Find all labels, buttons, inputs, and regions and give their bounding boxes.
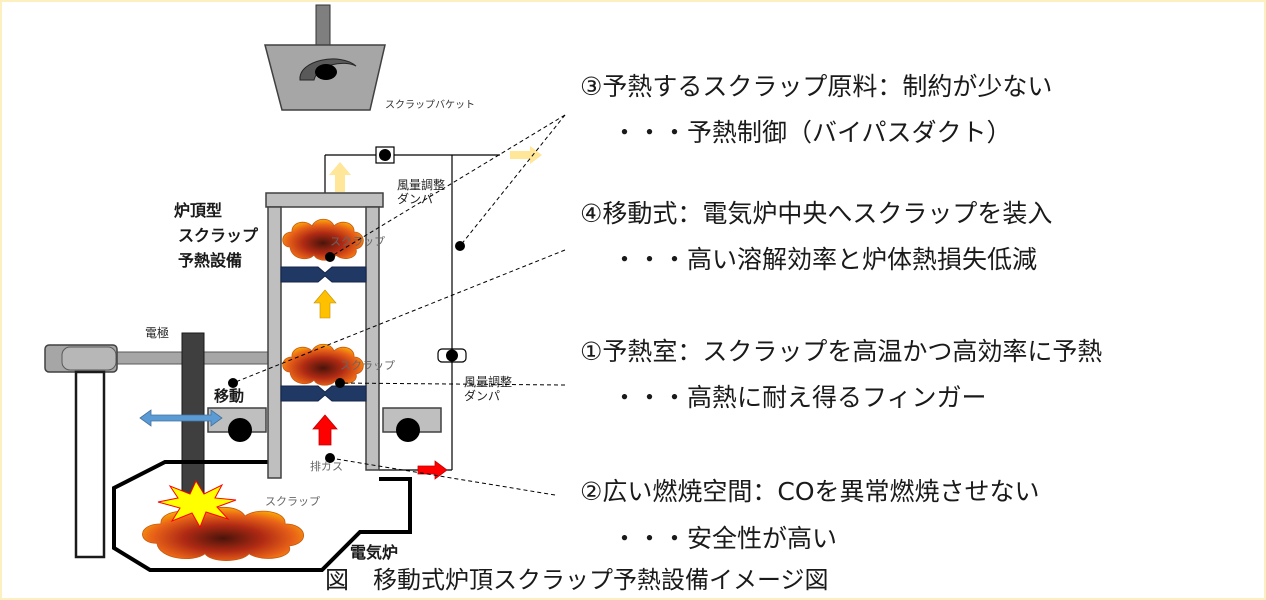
- lower-damper: [437, 348, 467, 363]
- furnace-shell: [112, 460, 412, 572]
- furnace-scrap-pile: [142, 507, 303, 560]
- scrap-bucket-label: スクラップバケット: [385, 99, 475, 111]
- leader-dot-finger: [335, 378, 345, 388]
- preheat-gas-arrow: [313, 289, 337, 319]
- preheater-title-line2: スクラップ: [178, 226, 259, 245]
- crane-post: [74, 370, 106, 559]
- leader-feature1-finger: [339, 382, 566, 386]
- movement-arrow: [139, 409, 223, 427]
- right-wheel: [396, 418, 420, 442]
- feature-heading: ①予熱室：スクラップを高温かつ高効率に予熱: [580, 337, 1102, 366]
- leader-lines: [228, 114, 566, 496]
- scrap-bucket: [264, 4, 386, 111]
- tower-roof: [265, 192, 384, 208]
- tower-right-wall: [365, 206, 380, 471]
- feature-detail: ・・・高熱に耐え得るフィンガー: [612, 383, 987, 412]
- feature-detail: ・・・安全性が高い: [612, 524, 837, 553]
- electric-furnace-label: 電気炉: [350, 543, 398, 562]
- lower-finger: [280, 385, 367, 402]
- upper-scrap-label: スクラップ: [330, 235, 385, 248]
- upper-scrap-charge: [282, 218, 364, 261]
- upper-damper: [375, 146, 395, 164]
- feature-heading: ②広い燃焼空間：COを異常燃焼させない: [580, 477, 1040, 506]
- leader-dot-scrap: [325, 252, 335, 262]
- bypass-outflow-arrow: [510, 146, 542, 164]
- electrode-label: 電極: [145, 325, 169, 340]
- figure-caption: 図 移動式炉頂スクラップ予熱設備イメージ図: [325, 566, 829, 594]
- bucket-scrap-core: [315, 64, 337, 80]
- top-outflow-arrow: [329, 162, 351, 192]
- movement-label: 移動: [214, 387, 244, 405]
- leader-dot-duct: [455, 241, 465, 251]
- upper-finger: [280, 266, 367, 283]
- lower-damper-label-line1: 風量調整: [464, 374, 512, 389]
- exhaust-gas-arrow: [312, 414, 338, 446]
- preheater-title-line3: 予熱設備: [178, 251, 242, 270]
- upper-damper-label-line2: ダンパ: [397, 191, 433, 206]
- feature-heading: ④移動式：電気炉中央へスクラップを装入: [580, 199, 1052, 228]
- left-wheel: [228, 418, 252, 442]
- lower-scrap-label: スクラップ: [340, 359, 395, 372]
- leader-feature3-scrap: [329, 114, 566, 258]
- leader-feature4-movement: [232, 249, 566, 384]
- upper-damper-label-line1: 風量調整: [397, 177, 445, 192]
- leader-dot-movement: [228, 378, 238, 388]
- lower-damper-label-line2: ダンパ: [464, 388, 500, 403]
- furnace-scrap-label: スクラップ: [265, 495, 320, 508]
- feature-heading: ③予熱するスクラップ原料：制約が少ない: [580, 72, 1052, 101]
- feature-detail: ・・・予熱制御（バイパスダクト）: [612, 118, 1012, 147]
- arc-spark-icon: [157, 479, 237, 529]
- leader-feature2-exhaust: [329, 457, 556, 496]
- tower-left-wall: [267, 206, 282, 479]
- preheat-tower: [265, 192, 384, 479]
- upper-damper-valve: [379, 149, 391, 161]
- lower-damper-valve: [446, 349, 458, 362]
- bypass-duct: [324, 154, 500, 471]
- electrode-crane: [44, 344, 269, 559]
- exhaust-gas-label: 排ガス: [310, 459, 343, 473]
- preheater-title-line1: 炉頂型: [174, 201, 222, 220]
- crane-head-cap: [61, 346, 117, 371]
- exhaust-bypass-arrow: [417, 460, 448, 480]
- feature-list: ③予熱するスクラップ原料：制約が少ない ・・・予熱制御（バイパスダクト） ④移動…: [580, 72, 1102, 553]
- travel-carriage: [207, 407, 442, 442]
- leader-dot-exhaust: [325, 453, 335, 463]
- feature-detail: ・・・高い溶解効率と炉体熱損失低減: [612, 245, 1037, 274]
